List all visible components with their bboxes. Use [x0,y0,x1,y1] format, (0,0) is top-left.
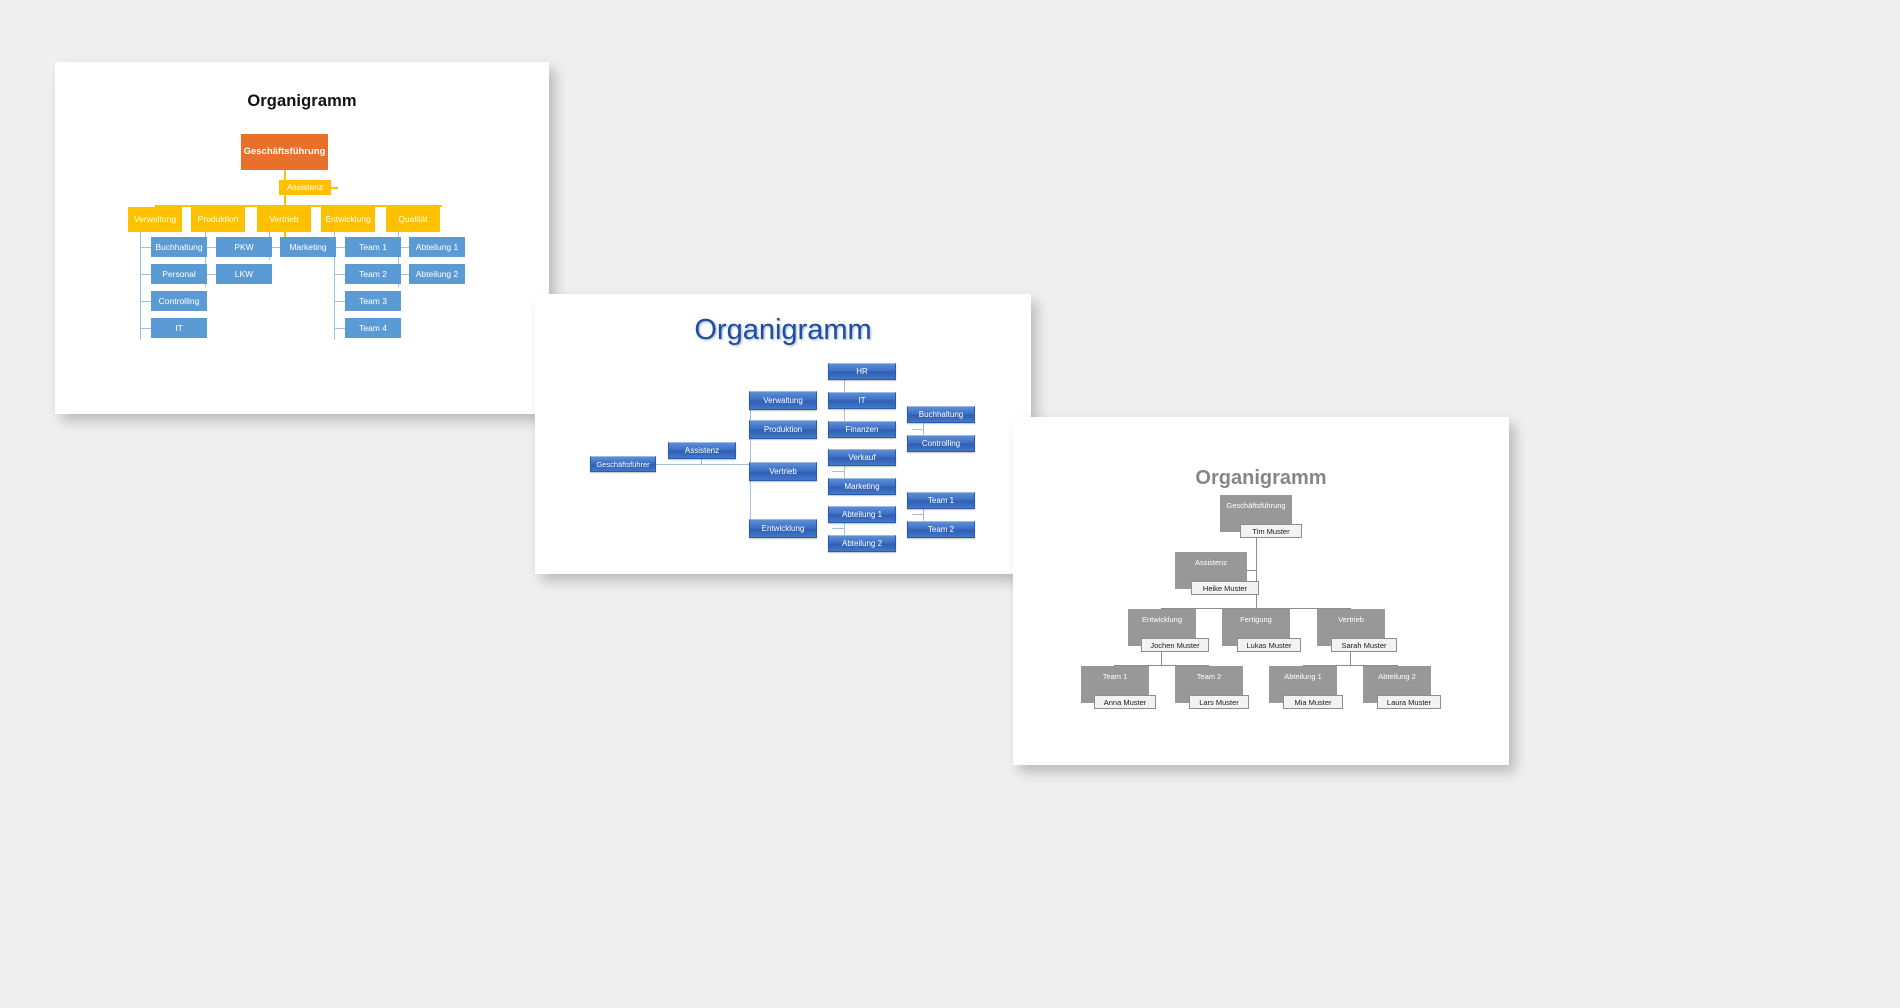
name-assistenz[interactable]: Heike Muster [1191,581,1259,595]
connector-entw-down [1161,649,1163,665]
name-geschaeftsfuehrung[interactable]: Tim Muster [1240,524,1302,538]
node-abteilung-2[interactable]: Abteilung 2 [828,535,896,552]
stub-ab0 [912,514,924,516]
node-it[interactable]: IT [828,392,896,409]
connector-assist-down [701,456,703,465]
stub-ew0 [832,528,845,530]
node-finanzen[interactable]: Finanzen [828,421,896,438]
node-abteilung-1[interactable]: Abteilung 1 [409,237,465,257]
node-abteilung-2[interactable]: Abteilung 2 [409,264,465,284]
stub-q1 [398,247,409,249]
node-marketing[interactable]: Marketing [280,237,336,257]
page-title: Organigramm [694,314,872,346]
node-qualitaet[interactable]: Qualität [386,207,440,232]
name-abteilung-1[interactable]: Mia Muster [1283,695,1343,709]
node-controlling[interactable]: Controlling [907,435,975,452]
stub-e1 [334,247,345,249]
stub-v2 [140,274,151,276]
stub-t1 [269,247,280,249]
node-lkw[interactable]: LKW [216,264,272,284]
node-controlling[interactable]: Controlling [151,291,207,311]
stub-q2 [398,274,409,276]
slide-grey-names[interactable]: Organigramm Geschäftsführung Tim Muster … [1013,417,1509,765]
stub-fin0 [912,429,924,431]
stub-p2 [205,274,216,276]
name-abteilung-2[interactable]: Laura Muster [1377,695,1441,709]
node-pkw[interactable]: PKW [216,237,272,257]
stub-v1 [140,247,151,249]
node-team-3[interactable]: Team 3 [345,291,401,311]
node-buchhaltung[interactable]: Buchhaltung [151,237,207,257]
stub-p1 [205,247,216,249]
node-team-2[interactable]: Team 2 [907,521,975,538]
node-produktion[interactable]: Produktion [191,207,245,232]
stub-v3 [140,301,151,303]
node-verwaltung[interactable]: Verwaltung [749,391,817,410]
stub-v4 [140,328,151,330]
slide-blue-gradient[interactable]: Organigramm Geschäftsführer Assistenz Ve… [535,294,1031,574]
node-produktion[interactable]: Produktion [749,420,817,439]
stub-e3 [334,301,345,303]
page-title: Organigramm [1195,467,1327,489]
node-verkauf[interactable]: Verkauf [828,449,896,466]
node-team-1[interactable]: Team 1 [907,492,975,509]
spine-finanzen [923,414,925,443]
slide-orange-gold[interactable]: Organigramm Geschäftsführung Assistenz V… [55,62,549,414]
connector-vert-down [1350,649,1352,665]
node-assistenz[interactable]: Assistenz [279,180,331,195]
node-verwaltung[interactable]: Verwaltung [128,207,182,232]
name-vertrieb[interactable]: Sarah Muster [1331,638,1397,652]
node-team-2[interactable]: Team 2 [345,264,401,284]
connector-assist-right [701,464,750,466]
connector-gf-down [1256,532,1258,570]
node-geschaeftsfuehrung[interactable]: Geschäftsführung [241,134,328,170]
node-team-4[interactable]: Team 4 [345,318,401,338]
spine-verwaltung [140,232,142,340]
node-vertrieb[interactable]: Vertrieb [257,207,311,232]
node-it[interactable]: IT [151,318,207,338]
spine-qualitaet [398,232,400,287]
node-entwicklung[interactable]: Entwicklung [749,519,817,538]
node-marketing[interactable]: Marketing [828,478,896,495]
connector-assist-stub [330,187,338,189]
node-assistenz[interactable]: Assistenz [668,442,736,459]
spine-entwicklung [334,232,336,340]
stub-vt0 [832,471,845,473]
node-hr[interactable]: HR [828,363,896,380]
name-team-2[interactable]: Lars Muster [1189,695,1249,709]
stub-e4 [334,328,345,330]
connector-vert-bus [1303,665,1398,667]
node-entwicklung[interactable]: Entwicklung [321,207,375,232]
node-vertrieb[interactable]: Vertrieb [749,462,817,481]
connector-entw-bus [1114,665,1209,667]
node-buchhaltung[interactable]: Buchhaltung [907,406,975,423]
connector-dept-bus [155,205,442,207]
name-entwicklung[interactable]: Jochen Muster [1141,638,1209,652]
connector-root-assist [656,464,701,466]
node-abteilung-1[interactable]: Abteilung 1 [828,506,896,523]
page-title: Organigramm [247,92,357,110]
node-personal[interactable]: Personal [151,264,207,284]
node-geschaeftsfuehrer[interactable]: Geschäftsführer [590,456,656,472]
spine-produktion [205,232,207,287]
name-team-1[interactable]: Anna Muster [1094,695,1156,709]
stub-e2 [334,274,345,276]
name-fertigung[interactable]: Lukas Muster [1237,638,1301,652]
connector-root-down [284,169,286,237]
node-team-1[interactable]: Team 1 [345,237,401,257]
